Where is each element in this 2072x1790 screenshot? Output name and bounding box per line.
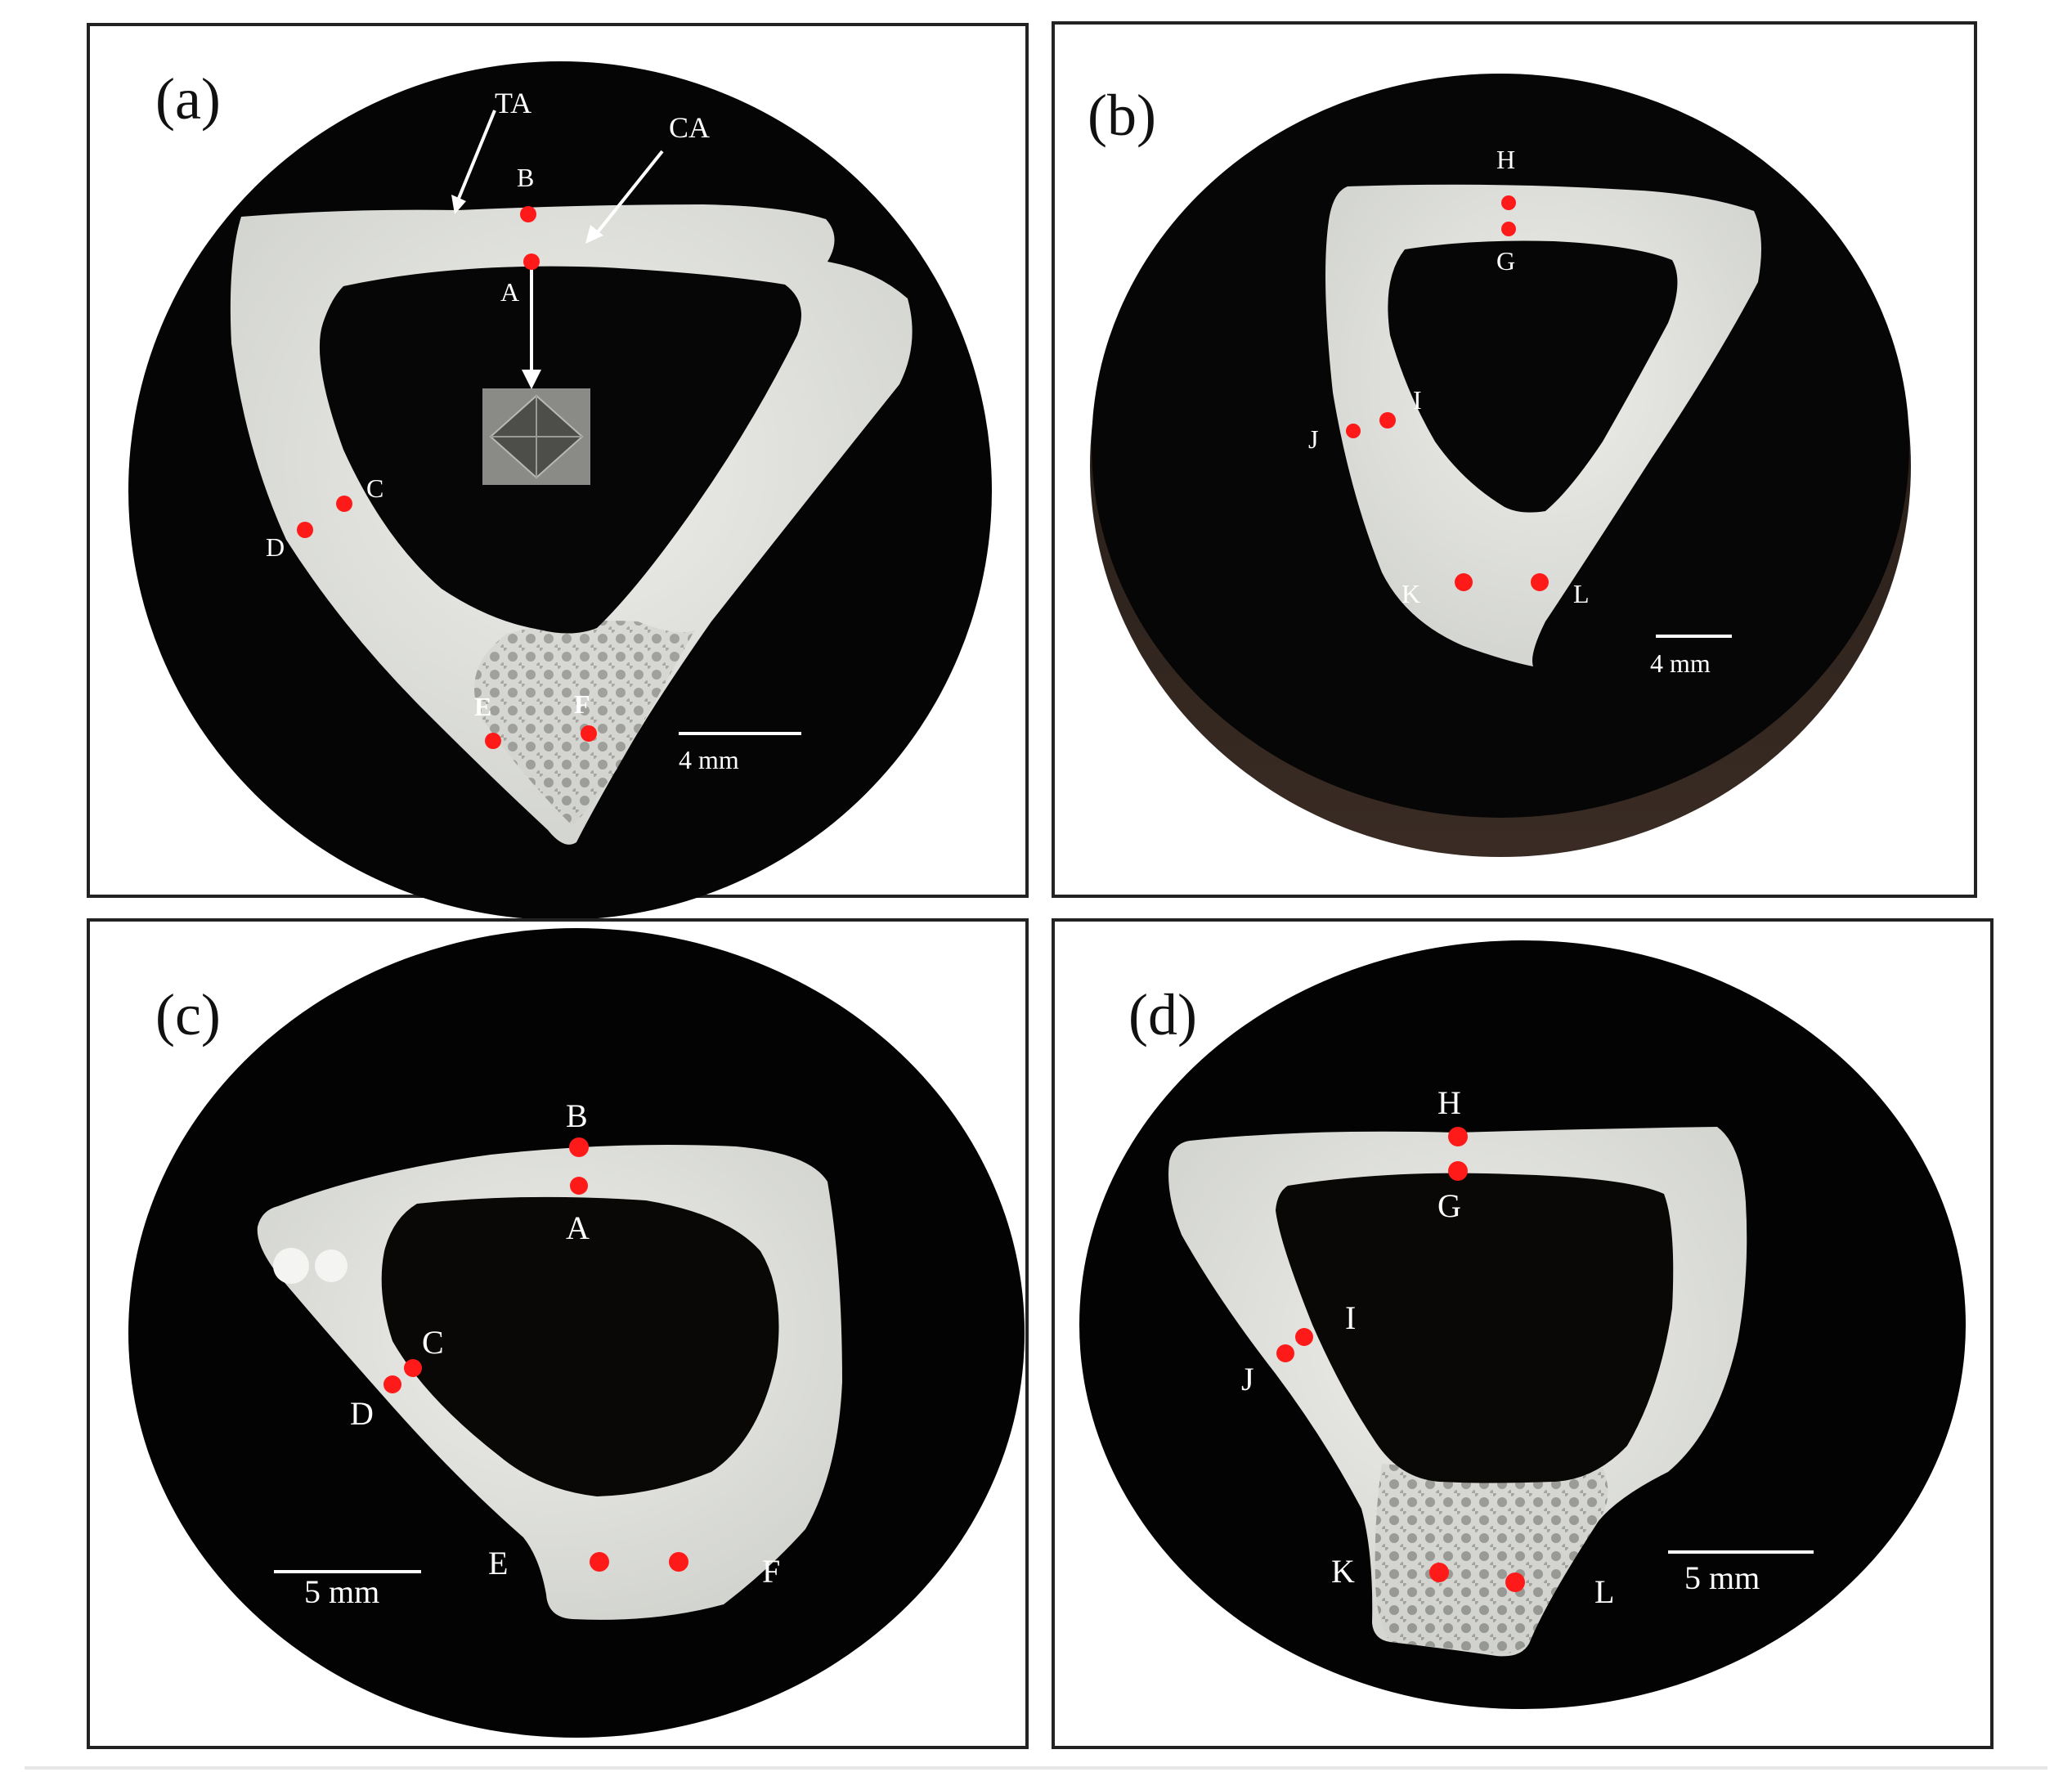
panel-d-scale-label: 5 mm bbox=[1684, 1559, 1760, 1596]
bottom-rule bbox=[25, 1766, 2047, 1770]
panel-d-point-L: L bbox=[1594, 1573, 1614, 1610]
marker-c-E bbox=[590, 1552, 609, 1572]
panel-c-marrow-cavity bbox=[381, 1196, 779, 1496]
panel-c: (c) B A C D E F 5 mm bbox=[87, 918, 1029, 1749]
panel-c-point-E: E bbox=[488, 1545, 508, 1581]
panel-c-scale-label: 5 mm bbox=[304, 1573, 379, 1610]
panel-a-point-D: D bbox=[266, 532, 285, 562]
panel-c-point-C: C bbox=[422, 1324, 444, 1361]
marker-c-D bbox=[383, 1375, 401, 1393]
marker-c-B bbox=[569, 1137, 589, 1157]
panel-a-point-A: A bbox=[500, 277, 519, 307]
panel-a-point-E: E bbox=[474, 692, 491, 721]
panel-c-point-D: D bbox=[350, 1395, 374, 1432]
panel-a-point-C: C bbox=[366, 473, 383, 503]
panel-b-point-G: G bbox=[1496, 246, 1515, 276]
panel-b: (b) H G I J K L 4 mm bbox=[1052, 21, 1977, 898]
panel-a-label: (a) bbox=[155, 66, 221, 132]
marker-a-B bbox=[520, 206, 536, 222]
panel-b-point-I: I bbox=[1413, 385, 1422, 415]
panel-c-markers bbox=[383, 1137, 688, 1572]
panel-a-scale-label: 4 mm bbox=[679, 745, 739, 774]
marker-d-J bbox=[1276, 1344, 1294, 1362]
panel-a: (a) TA CA A B C D E F 4 mm bbox=[87, 23, 1029, 920]
panel-a-markers bbox=[297, 206, 597, 749]
panel-a-trabecular-region bbox=[474, 621, 695, 826]
panel-d-point-I: I bbox=[1345, 1299, 1356, 1336]
panel-b-markers bbox=[1346, 195, 1549, 591]
marker-c-C bbox=[404, 1359, 422, 1377]
marker-a-E bbox=[485, 733, 501, 749]
panel-b-point-H: H bbox=[1496, 145, 1515, 174]
panel-d-label: (d) bbox=[1128, 982, 1197, 1048]
marker-b-K bbox=[1455, 573, 1473, 591]
panel-d-marrow-cavity bbox=[1276, 1173, 1674, 1483]
marker-d-I bbox=[1295, 1328, 1313, 1346]
panel-d-point-K: K bbox=[1331, 1553, 1355, 1590]
panel-a-point-F: F bbox=[574, 689, 590, 719]
panel-a-ta-label: TA bbox=[495, 87, 531, 119]
panel-d-markers bbox=[1276, 1127, 1525, 1592]
panel-c-point-F: F bbox=[762, 1553, 780, 1590]
marker-d-H bbox=[1448, 1127, 1468, 1146]
panel-b-marrow-cavity bbox=[1388, 240, 1678, 513]
panel-b-point-J: J bbox=[1308, 424, 1318, 454]
marker-c-F bbox=[669, 1552, 688, 1572]
panel-a-point-B: B bbox=[517, 163, 534, 192]
marker-b-L bbox=[1531, 573, 1549, 591]
panel-d-point-G: G bbox=[1437, 1187, 1461, 1224]
panel-d-point-J: J bbox=[1241, 1361, 1254, 1397]
marker-b-G bbox=[1501, 222, 1516, 236]
marker-d-G bbox=[1448, 1161, 1468, 1181]
marker-d-L bbox=[1505, 1572, 1525, 1592]
marker-a-A bbox=[523, 253, 540, 270]
marker-a-C bbox=[336, 496, 352, 512]
panel-b-label: (b) bbox=[1088, 83, 1156, 148]
marker-b-H bbox=[1501, 195, 1516, 210]
panel-c-point-B: B bbox=[566, 1097, 588, 1134]
panel-b-point-L: L bbox=[1573, 579, 1590, 608]
panel-d-trabecular-region bbox=[1375, 1464, 1608, 1654]
panel-c-label: (c) bbox=[155, 982, 221, 1048]
marker-a-F bbox=[581, 725, 597, 742]
panel-b-scale-label: 4 mm bbox=[1650, 648, 1711, 678]
panel-a-arrows bbox=[451, 110, 664, 389]
marker-c-A bbox=[570, 1177, 588, 1195]
marker-d-K bbox=[1429, 1563, 1449, 1582]
panel-d-point-H: H bbox=[1437, 1084, 1461, 1121]
panel-d: (d) H G I J K L 5 mm bbox=[1052, 918, 1994, 1749]
panel-a-indent-inset bbox=[482, 388, 590, 485]
panel-c-edge-pores bbox=[273, 1248, 348, 1284]
panel-a-ca-label: CA bbox=[669, 111, 710, 144]
marker-b-J bbox=[1346, 424, 1361, 438]
panel-c-point-A: A bbox=[566, 1209, 590, 1246]
marker-b-I bbox=[1379, 412, 1396, 428]
marker-a-D bbox=[297, 522, 313, 538]
panel-b-point-K: K bbox=[1402, 579, 1420, 608]
